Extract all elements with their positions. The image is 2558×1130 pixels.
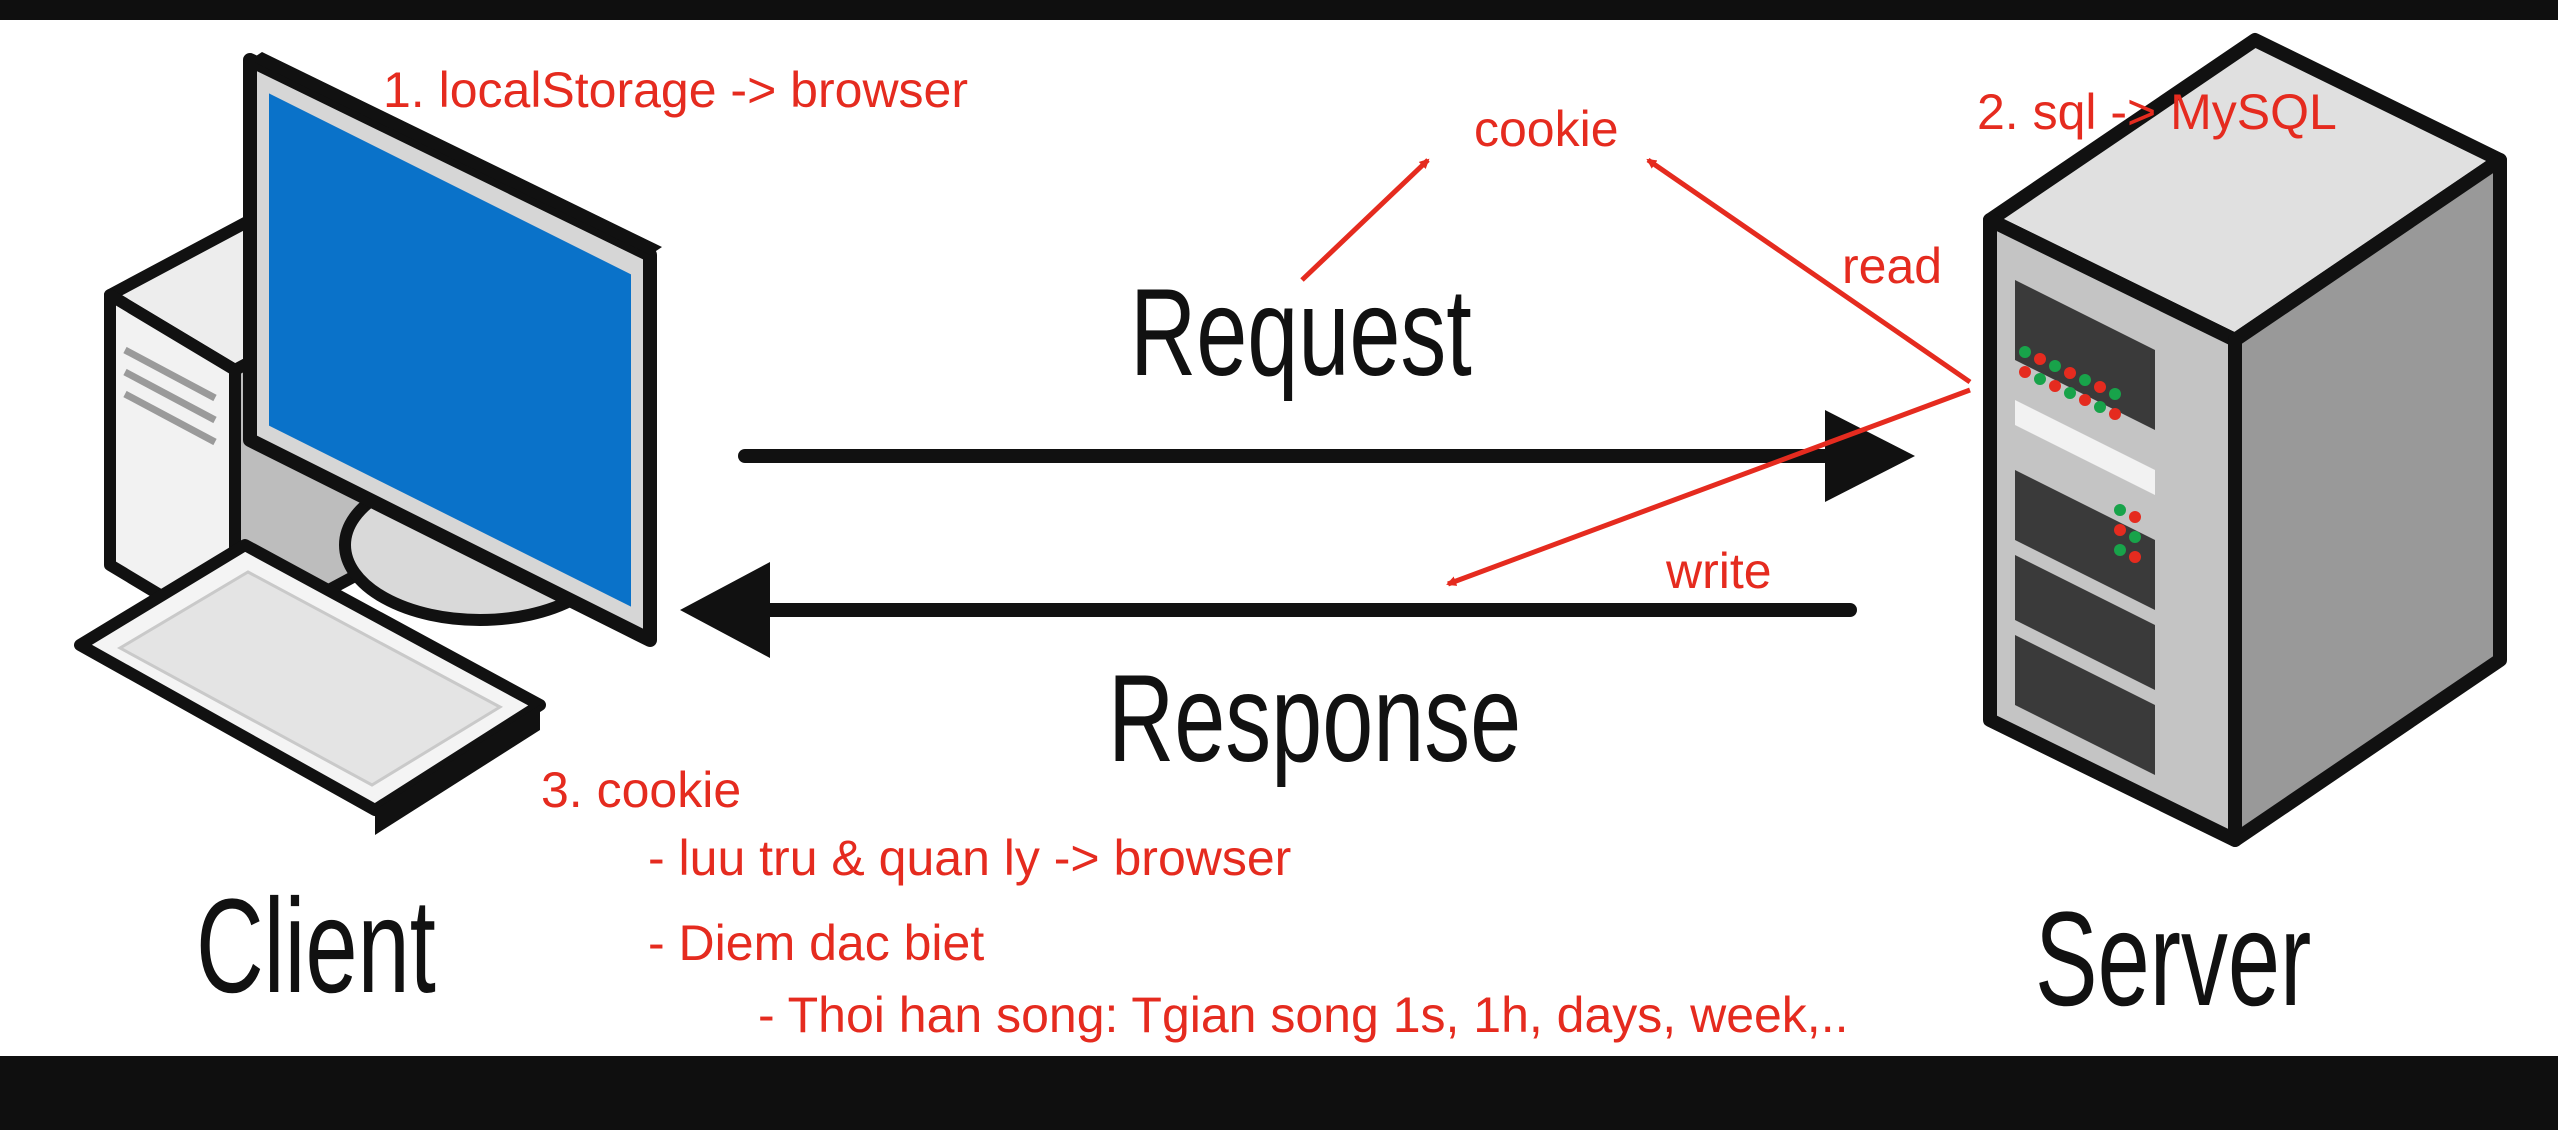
write-note: write: [1666, 543, 1772, 599]
request-to-cookie-arrow: [1300, 158, 1430, 282]
read-note: read: [1842, 238, 1943, 294]
server-bay-4: [2015, 635, 2155, 775]
client-computer-icon: [74, 52, 662, 835]
client-label: Client: [196, 872, 436, 1021]
server-label: Server: [2035, 885, 2312, 1034]
cookie-bullet-lifetime: - Thoi han song: Tgian song 1s, 1h, days…: [758, 987, 1849, 1043]
server-bay-3: [2015, 555, 2155, 690]
cookie-bullet-storage: - luu tru & quan ly -> browser: [648, 830, 1292, 886]
annotation-arrows: [1300, 157, 1972, 587]
sql-note: 2. sql -> MySQL: [1977, 84, 2337, 140]
local-storage-note: 1. localStorage -> browser: [383, 62, 969, 118]
keyboard-icon: [74, 539, 546, 835]
server-bay-2: [2015, 470, 2155, 610]
cookie-bullet-special: - Diem dac biet: [648, 915, 985, 971]
server-write-cookie-arrow: [1446, 387, 1971, 587]
server-icon: [1983, 33, 2507, 847]
cookie-top-note: cookie: [1474, 101, 1619, 157]
server-status-lights-icon: [2019, 346, 2141, 563]
response-arrow: [680, 562, 1857, 658]
server-read-cookie-arrow: [1646, 157, 1972, 385]
cookie-section-title: 3. cookie: [541, 762, 742, 818]
client-monitor-icon: [243, 52, 662, 647]
response-label: Response: [1108, 650, 1522, 788]
request-label: Request: [1130, 264, 1472, 402]
monitor-screen: [269, 93, 631, 607]
request-arrow: [738, 410, 1915, 502]
